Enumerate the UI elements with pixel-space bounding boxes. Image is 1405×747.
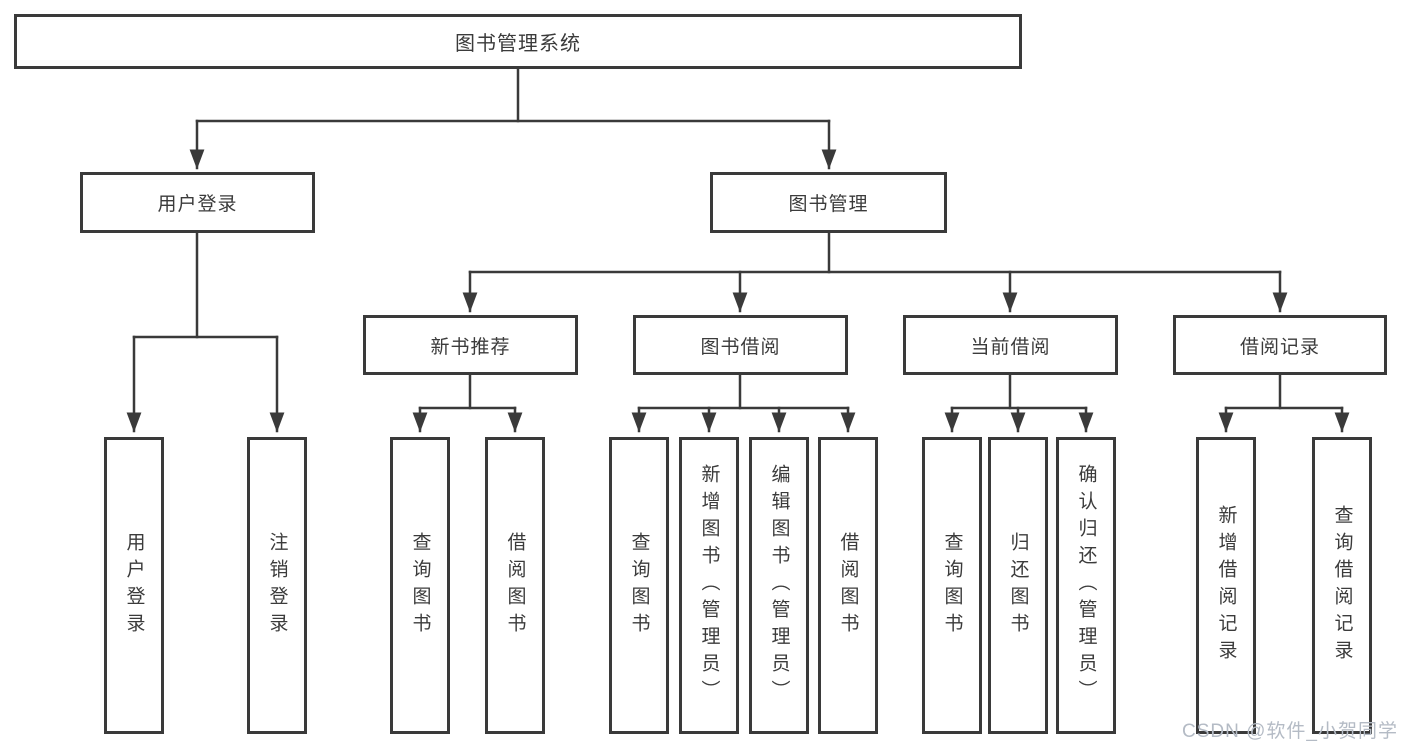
node-current-borrow-label: 当前借阅: [970, 336, 1051, 358]
node-new-book-recommend: 新书推荐: [363, 315, 578, 375]
leaf-borrow-books-1-label: 借阅图书: [504, 531, 526, 640]
leaf-query-books-1: 查询图书: [390, 437, 450, 734]
edge-book-mgmt-to-level3: [462, 231, 1288, 313]
node-book-borrow-label: 图书借阅: [700, 336, 781, 358]
node-book-management: 图书管理: [710, 172, 947, 233]
node-user-login-label: 用户登录: [157, 194, 238, 215]
node-book-borrow: 图书借阅: [633, 315, 848, 375]
leaf-borrow-books-2-label: 借阅图书: [837, 531, 859, 640]
csdn-watermark: CSDN @软件_小贺同学: [1182, 721, 1398, 742]
leaf-edit-books-admin: 编辑图书（管理员）: [749, 437, 809, 734]
leaf-user-login: 用户登录: [104, 437, 164, 734]
leaf-borrow-books-1: 借阅图书: [485, 437, 545, 734]
leaf-query-books-2-label: 查询图书: [628, 531, 650, 640]
edge-borrow-records-to-leaves: [1218, 372, 1350, 433]
node-new-book-recommend-label: 新书推荐: [430, 336, 511, 358]
leaf-query-books-1-label: 查询图书: [409, 531, 431, 640]
leaf-query-books-3-label: 查询图书: [941, 531, 963, 640]
node-current-borrow: 当前借阅: [903, 315, 1118, 375]
leaf-add-books-admin-label: 新增图书（管理员）: [698, 464, 720, 707]
edge-book-borrow-to-leaves: [631, 372, 856, 433]
edge-current-borrow-to-leaves: [944, 372, 1094, 433]
leaf-query-borrow-record: 查询借阅记录: [1312, 437, 1372, 734]
leaf-query-borrow-record-label: 查询借阅记录: [1331, 504, 1353, 667]
node-user-login: 用户登录: [80, 172, 315, 233]
leaf-logout-label: 注销登录: [266, 531, 288, 640]
leaf-edit-books-admin-label: 编辑图书（管理员）: [768, 464, 790, 707]
leaf-return-books-label: 归还图书: [1007, 531, 1029, 640]
leaf-query-books-3: 查询图书: [922, 437, 982, 734]
node-borrow-records: 借阅记录: [1173, 315, 1387, 375]
leaf-add-borrow-record: 新增借阅记录: [1196, 437, 1256, 734]
leaf-query-books-2: 查询图书: [609, 437, 669, 734]
leaf-user-login-label: 用户登录: [123, 531, 145, 640]
leaf-add-books-admin: 新增图书（管理员）: [679, 437, 739, 734]
edge-new-books-to-leaves: [412, 372, 523, 433]
edge-root-to-level2: [189, 67, 837, 170]
leaf-return-books: 归还图书: [988, 437, 1048, 734]
node-library-system-label: 图书管理系统: [455, 33, 581, 55]
node-borrow-records-label: 借阅记录: [1239, 336, 1320, 358]
leaf-confirm-return-admin-label: 确认归还（管理员）: [1075, 464, 1097, 707]
leaf-logout: 注销登录: [247, 437, 307, 734]
node-library-system: 图书管理系统: [14, 14, 1022, 69]
leaf-confirm-return-admin: 确认归还（管理员）: [1056, 437, 1116, 734]
edge-user-login-to-leaves: [126, 231, 285, 433]
leaf-borrow-books-2: 借阅图书: [818, 437, 878, 734]
node-book-management-label: 图书管理: [788, 194, 869, 215]
leaf-add-borrow-record-label: 新增借阅记录: [1215, 504, 1237, 667]
